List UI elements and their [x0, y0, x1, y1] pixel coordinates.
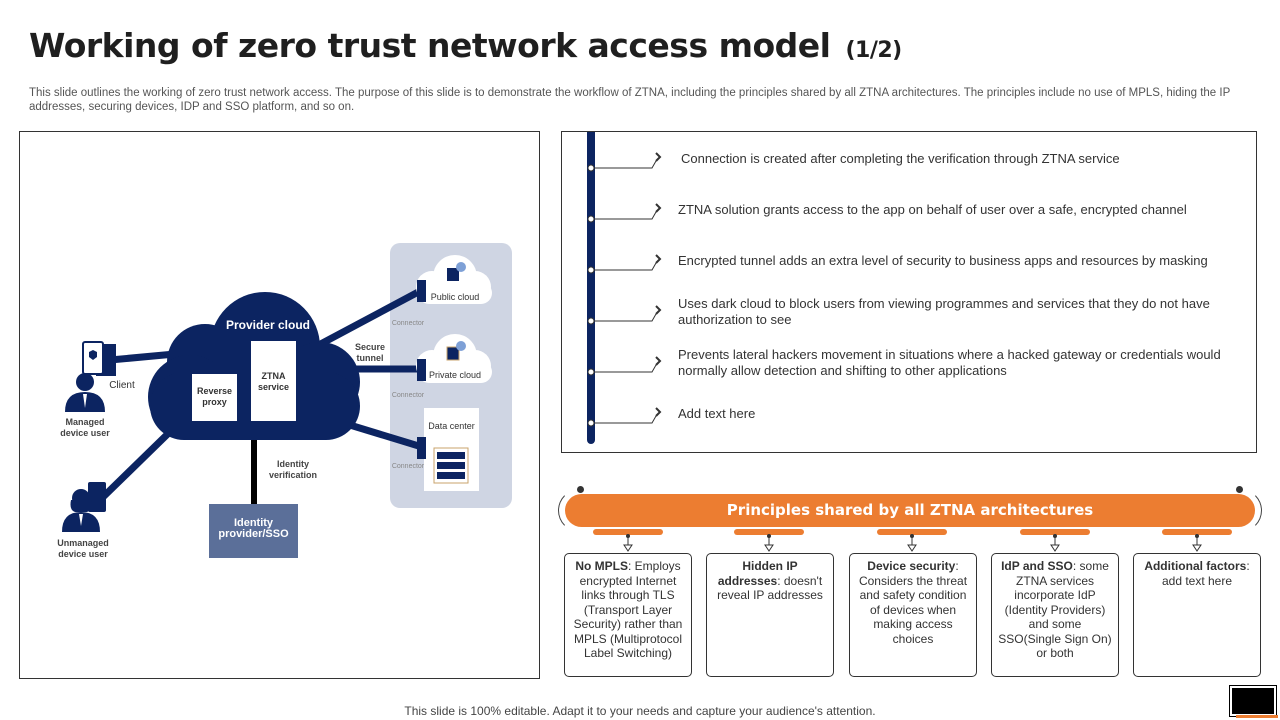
identity-provider-label: Identity provider/SSO	[218, 517, 289, 540]
step-connector-1	[587, 152, 662, 172]
timeline-connectors	[587, 152, 662, 427]
step-text-3: Encrypted tunnel adds an extra level of …	[678, 253, 1208, 268]
managed-user-icon	[65, 341, 116, 412]
title-page-indicator: (1/2)	[845, 38, 902, 63]
principle-title: IdP and SSO	[1001, 559, 1073, 573]
principle-text: : doesn't reveal IP addresses	[717, 573, 823, 603]
principle-tab-3	[877, 529, 947, 535]
step-connector-4	[587, 305, 662, 325]
principle-tab-4	[1020, 529, 1090, 535]
server-rack-icon	[433, 447, 469, 484]
ztna-service-box	[251, 341, 296, 421]
tunnel-public	[313, 286, 424, 351]
private-cloud-server-icon	[446, 341, 466, 361]
step-connector-3	[587, 254, 662, 274]
managed-user-label: Managed device user	[60, 417, 110, 438]
principle-text: : Considers the threat and safety condit…	[858, 559, 968, 646]
step-text-1: Connection is created after completing t…	[681, 151, 1120, 166]
reverse-proxy-label: Reverse proxy	[196, 386, 233, 407]
tunnel-datacenter	[338, 418, 424, 451]
down-arrow-icon-5	[1192, 534, 1202, 552]
connector-private	[417, 359, 426, 381]
principles-banner: Principles shared by all ZTNA architectu…	[565, 494, 1255, 527]
timeline-bar	[587, 132, 595, 444]
principle-text: : some ZTNA services incorporate IdP (Id…	[998, 559, 1112, 660]
principle-text: : add text here	[1161, 559, 1250, 588]
ztna-diagram-panel: Provider cloud Reverse proxy ZTNA servic…	[19, 131, 540, 679]
principle-tab-1	[593, 529, 663, 535]
title-text: Working of zero trust network access mod…	[29, 26, 831, 65]
principle-title: No MPLS	[575, 559, 628, 573]
principle-card-device-security: Device security: Considers the threat an…	[849, 553, 977, 677]
step-text-6: Add text here	[678, 406, 756, 421]
principle-text: : Employs encrypted Internet links throu…	[573, 559, 683, 660]
principle-tab-5	[1162, 529, 1232, 535]
data-center-label: Data center	[428, 421, 475, 431]
down-arrow-icon-1	[623, 534, 633, 552]
connector-datacenter	[417, 437, 426, 459]
ztna-service-label: ZTNA service	[257, 371, 290, 392]
principle-title: Device security	[867, 559, 956, 573]
down-arrow-icon-3	[907, 534, 917, 552]
banner-dot-left	[577, 486, 584, 493]
step-text-5: Prevents lateral hackers movement in sit…	[678, 347, 1221, 378]
footer-note: This slide is 100% editable. Adapt it to…	[404, 704, 876, 718]
ztna-diagram-svg	[62, 243, 512, 558]
identity-verification-label: Identity verification	[268, 459, 317, 480]
public-cloud-server-icon	[447, 262, 466, 281]
banner-outline	[558, 489, 1262, 532]
banner-dot-right	[1236, 486, 1243, 493]
step-text-4: Uses dark cloud to block users from view…	[678, 296, 1210, 327]
down-arrow-icon-2	[764, 534, 774, 552]
slide-thumbnail-icon	[1229, 685, 1278, 718]
page-title: Working of zero trust network access mod…	[29, 26, 902, 65]
step-text-2: ZTNA solution grants access to the app o…	[678, 202, 1187, 217]
principle-card-no-mpls: No MPLS: Employs encrypted Internet link…	[564, 553, 692, 677]
private-cloud-label: Private cloud	[428, 370, 482, 380]
unmanaged-user-label: Unmanaged device user	[57, 538, 109, 559]
principle-title: Hidden IP addresses	[717, 559, 798, 588]
client-label: Client	[109, 380, 135, 391]
client-link	[109, 350, 176, 364]
principle-title: Additional factors	[1144, 559, 1247, 573]
step-connector-6	[587, 407, 662, 427]
step-connector-2	[587, 203, 662, 223]
unmanaged-user-icon	[62, 482, 106, 532]
step-connector-5	[587, 356, 662, 376]
identity-provider-box	[209, 504, 298, 558]
principle-tab-2	[734, 529, 804, 535]
secure-tunnel-label: Secure tunnel	[354, 342, 386, 363]
connector-label-private: Connector	[391, 392, 425, 399]
provider-cloud-label: Provider cloud	[225, 318, 311, 332]
principle-card-hidden-ip: Hidden IP addresses: doesn't reveal IP a…	[706, 553, 834, 677]
reverse-proxy-box	[192, 374, 237, 421]
page-subtitle: This slide outlines the working of zero …	[29, 87, 1231, 113]
public-cloud-label: Public cloud	[430, 292, 480, 302]
connector-public	[417, 280, 426, 302]
connector-label-public: Connector	[391, 320, 425, 327]
connector-label-datacenter: Connector	[391, 463, 425, 470]
principle-card-additional: Additional factors: add text here	[1133, 553, 1261, 677]
down-arrow-icon-4	[1050, 534, 1060, 552]
principle-card-idp-sso: IdP and SSO: some ZTNA services incorpor…	[991, 553, 1119, 677]
workflow-steps-panel: Connection is created after completing t…	[561, 131, 1257, 453]
